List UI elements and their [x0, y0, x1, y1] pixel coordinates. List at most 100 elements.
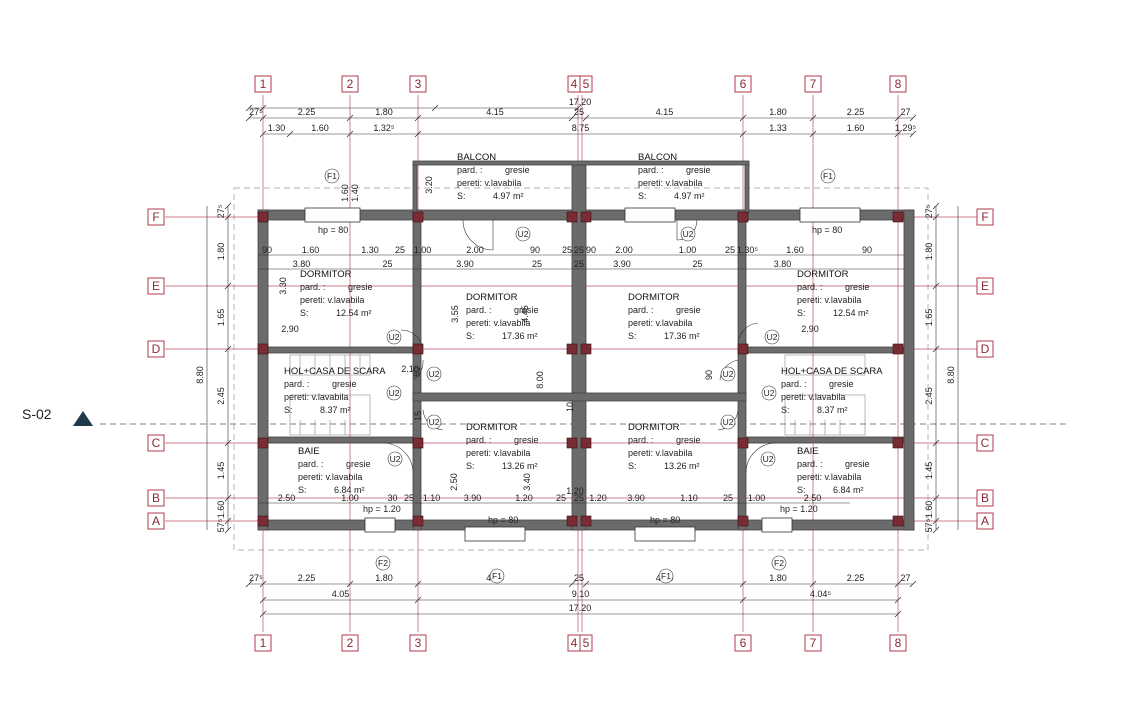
wall-hol-left — [267, 346, 414, 354]
dim-tick — [739, 580, 747, 588]
room-name: BAIE — [298, 446, 320, 457]
room-area-label: S: — [628, 331, 637, 341]
sill-height-label: hp = 80 — [650, 515, 680, 525]
dimension-label: 2.25 — [298, 107, 316, 117]
room-floor-value: gresie — [346, 459, 371, 469]
axis-tag-row-E-left: E — [147, 277, 165, 295]
axis-tag-label: 2 — [347, 77, 354, 91]
door-tag-u2: U2 — [386, 385, 402, 401]
room-walls: pereti: v.lavabila — [797, 295, 861, 305]
wall-baie-left — [267, 436, 414, 444]
dimension-label: 25 — [574, 259, 584, 269]
dimension-label: 1.40 — [350, 184, 360, 202]
room-area-value: 8.37 m² — [817, 405, 848, 415]
room-area-label: S: — [300, 308, 309, 318]
section-marker-label: S-02 — [22, 406, 52, 422]
room-area-value: 13.26 m² — [502, 461, 538, 471]
dimension-label: 1.30⁵ — [737, 245, 759, 255]
axis-tag-label: 7 — [810, 77, 817, 91]
door-tag-u2: U2 — [426, 414, 442, 430]
dimension-label: 1.65 — [216, 309, 226, 327]
door-tag-u2: U2 — [760, 451, 776, 467]
axis-tag-label: 8 — [895, 636, 902, 650]
dimension-label: 2.45 — [216, 387, 226, 405]
wall-hol-right — [745, 346, 905, 354]
dim-tick — [909, 130, 917, 138]
dim-tick — [894, 610, 902, 618]
wall-balcony-right — [744, 162, 750, 214]
dim-tick — [932, 213, 940, 221]
room-floor-label: pard. : — [797, 282, 823, 292]
door-dorm-r2 — [719, 359, 739, 381]
axis-tag-row-A-right: A — [976, 512, 994, 530]
dimension-label: 1.00 — [679, 245, 697, 255]
dimension-label: 3.30 — [278, 277, 288, 295]
section-marker: S-02 — [22, 406, 93, 426]
room-floor-label: pard. : — [638, 165, 664, 175]
dim-tick — [894, 580, 902, 588]
dim-tick — [568, 114, 576, 122]
dimension-label: 2.50 — [278, 493, 296, 503]
dimension-label: 90 — [586, 245, 596, 255]
dimension-label: 25 — [556, 493, 566, 503]
room-floor-label: pard. : — [298, 459, 324, 469]
door-tag-u2: U2 — [720, 414, 736, 430]
dimension-label: 2.00 — [615, 245, 633, 255]
dimension-label: 4.45 — [520, 305, 530, 323]
axis-tag-label: C — [981, 436, 990, 450]
door-tag-label: U2 — [764, 388, 775, 398]
dimension-label: 80 — [412, 367, 422, 377]
door-tag-u2: U2 — [720, 366, 736, 382]
wall-corridor — [412, 392, 747, 402]
window-tag-label: F2 — [774, 558, 784, 568]
wall-east — [903, 209, 915, 531]
axis-tag-col-7-top: 7 — [804, 75, 822, 93]
axis-tag-label: 6 — [740, 77, 747, 91]
window-tag-label: F1 — [492, 571, 502, 581]
room-walls: pereti: v.lavabila — [284, 392, 348, 402]
structural-column — [566, 211, 578, 223]
dimension-label: 2.90 — [801, 324, 819, 334]
dim-tick — [809, 580, 817, 588]
sill-height-label: hp = 80 — [488, 515, 518, 525]
dimension-label: 4.15 — [486, 107, 504, 117]
dimension-label: 90 — [530, 245, 540, 255]
dimension-label: 1.80 — [375, 107, 393, 117]
dimension-label: 2.50 — [804, 493, 822, 503]
dimension-label: 3.80 — [774, 259, 792, 269]
dimension-label: 30 — [387, 493, 397, 503]
window-tag-f1: F1 — [658, 568, 674, 584]
room-name: BALCON — [638, 152, 677, 163]
room-floor-label: pard. : — [628, 305, 654, 315]
axis-tag-label: 6 — [740, 636, 747, 650]
dimension-label: 8.80 — [195, 366, 205, 384]
dimension-label: 3.80 — [293, 259, 311, 269]
window-tag-f1: F1 — [324, 168, 340, 184]
door-tag-label: U2 — [767, 332, 778, 342]
wall-inner-right — [737, 209, 747, 531]
room-floor-label: pard. : — [781, 379, 807, 389]
structural-column — [257, 437, 269, 449]
axis-tag-row-D-left: D — [147, 340, 165, 358]
axis-tag-row-E-right: E — [976, 277, 994, 295]
dimension-label: 4.05 — [332, 589, 350, 599]
room-area-value: 4.97 m² — [493, 191, 524, 201]
room-floor-value: gresie — [829, 379, 854, 389]
dimension-label: 25 — [404, 493, 414, 503]
dim-tick — [224, 526, 232, 534]
room-walls: pereti: v.lavabila — [457, 178, 521, 188]
structural-column — [737, 515, 749, 527]
axis-tag-label: 5 — [583, 636, 590, 650]
dimension-label: 1.45 — [216, 462, 226, 480]
sill-height-label: hp = 1.20 — [780, 504, 818, 514]
dim-tick — [346, 114, 354, 122]
roof-outline — [233, 187, 929, 551]
structural-column — [412, 437, 424, 449]
axis-tag-row-B-right: B — [976, 489, 994, 507]
axis-tag-label: 7 — [810, 636, 817, 650]
dim-tick — [224, 494, 232, 502]
